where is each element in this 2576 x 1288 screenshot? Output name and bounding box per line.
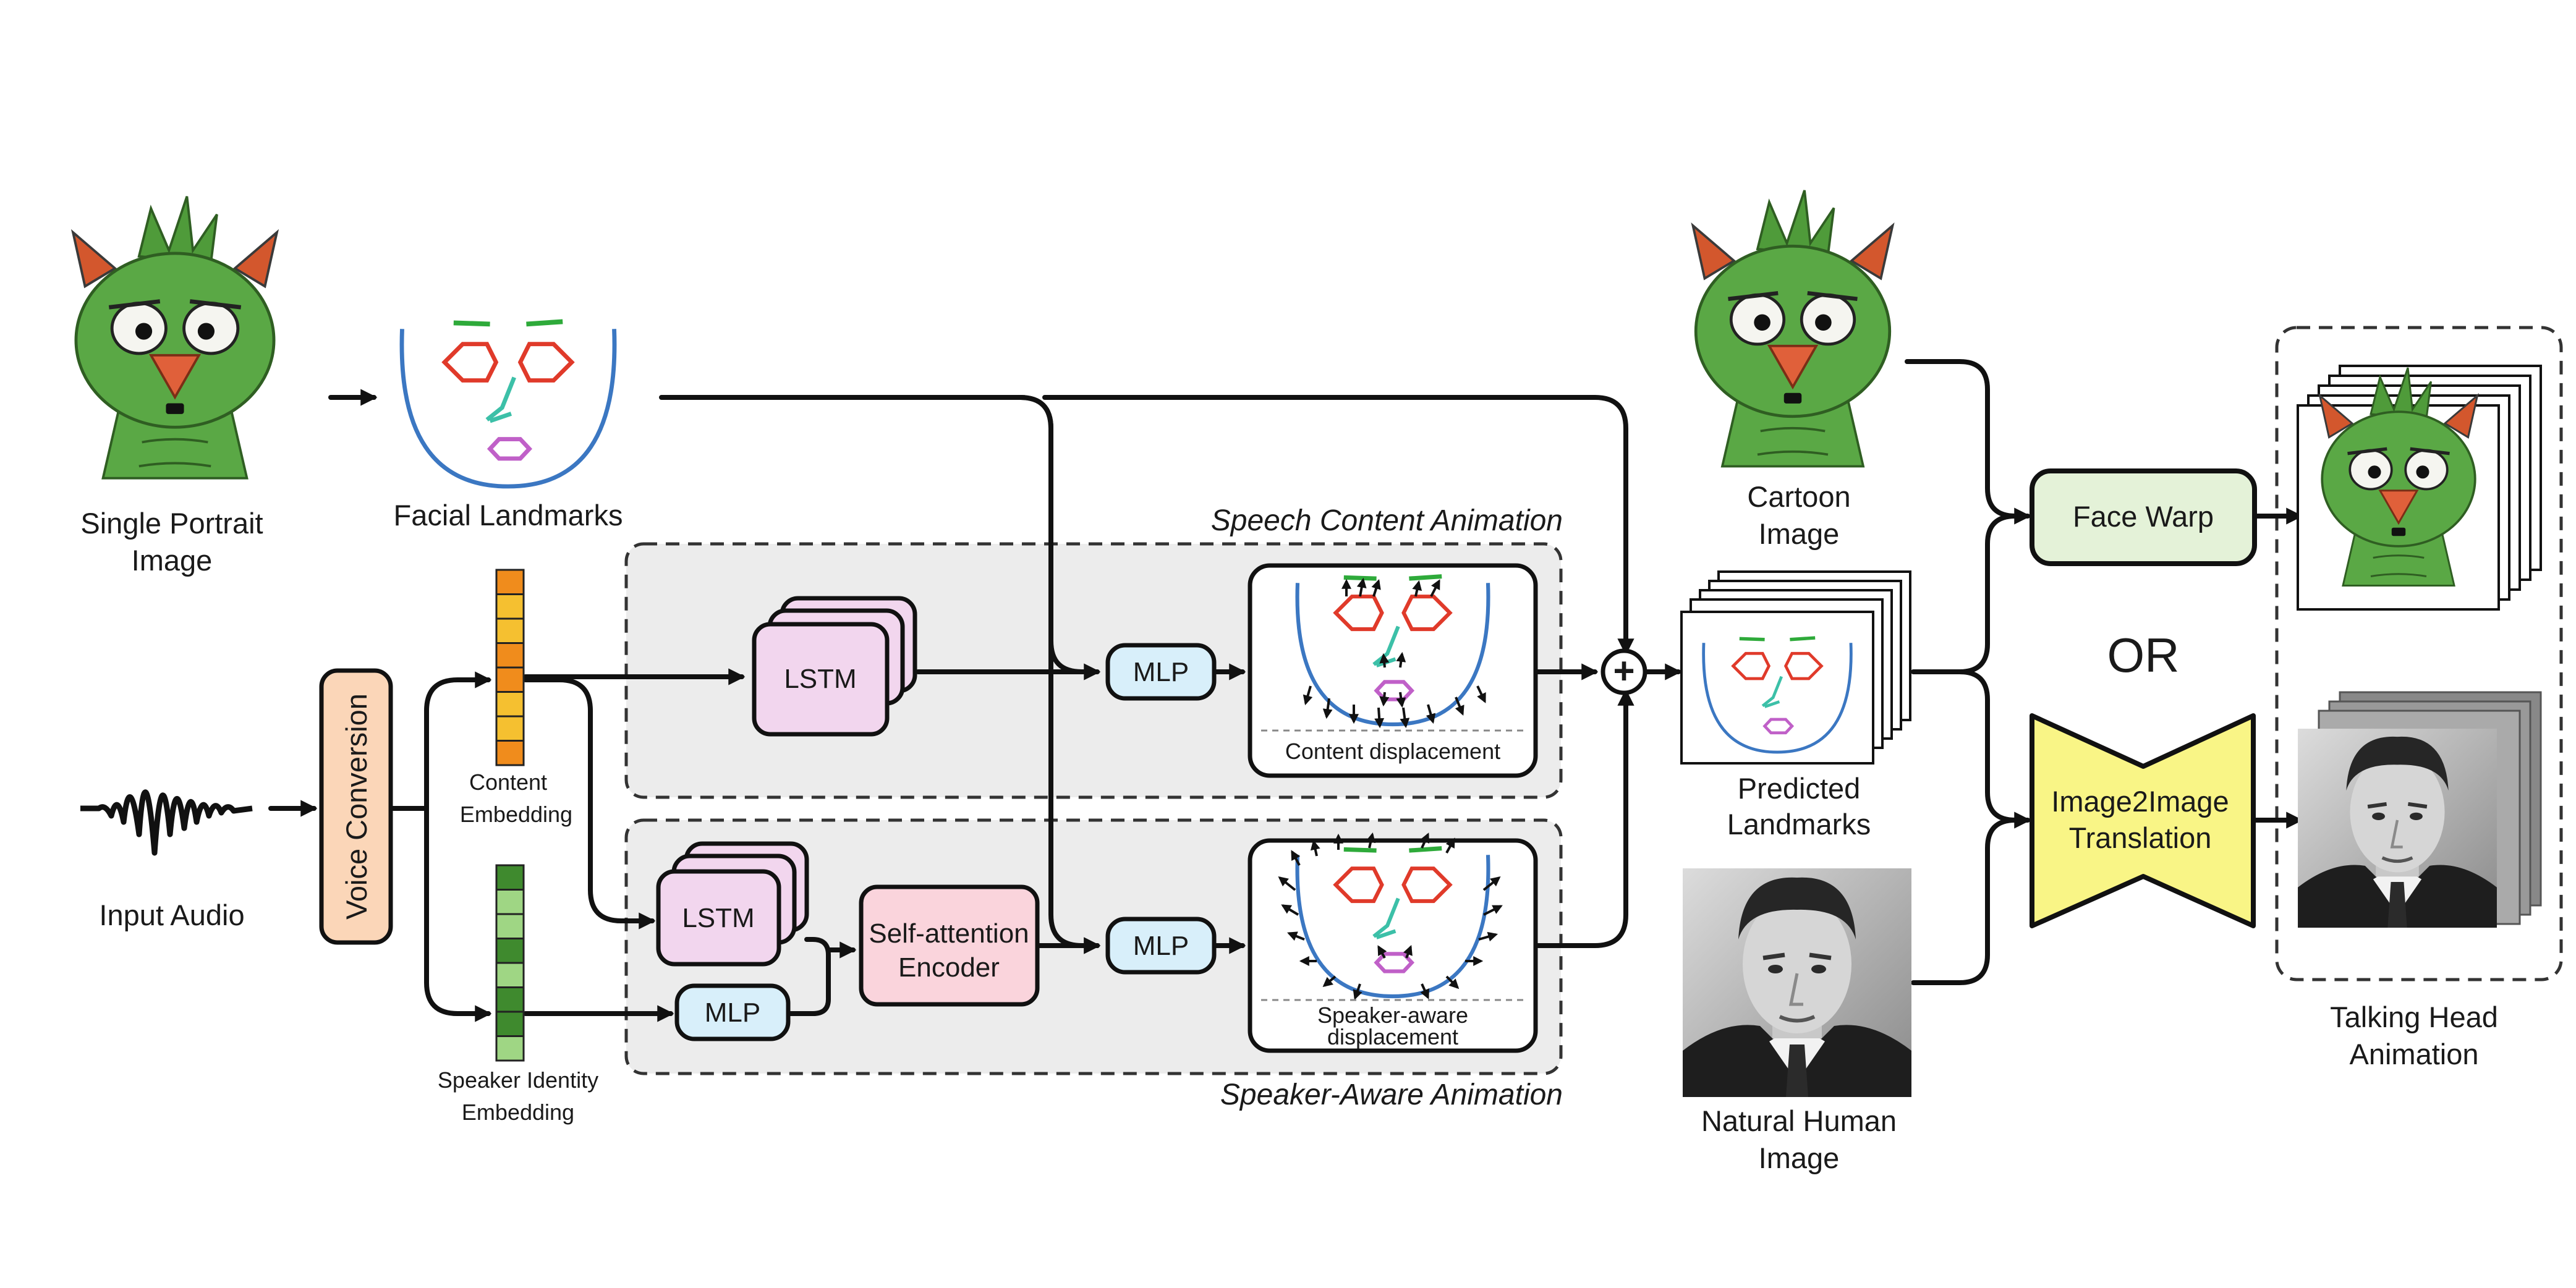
content-embedding-label: Content bbox=[469, 769, 547, 795]
single-portrait-label: Single Portrait bbox=[80, 507, 263, 540]
content-to-lstm-bottom-arrow bbox=[523, 677, 656, 930]
svg-text:Self-attention: Self-attention bbox=[869, 918, 1029, 949]
talking-head-label-2: Animation bbox=[2350, 1038, 2479, 1070]
human-to-image2image bbox=[1911, 818, 2018, 985]
talking-head-label: Talking Head bbox=[2330, 1001, 2498, 1033]
voice-to-speaker-arrow bbox=[424, 806, 492, 1022]
talking-head-panel bbox=[2275, 326, 2563, 981]
svg-text:displacement: displacement bbox=[1327, 1024, 1458, 1049]
embedding-cell bbox=[495, 962, 525, 988]
svg-text:+: + bbox=[1613, 650, 1634, 692]
embedding-cell bbox=[495, 986, 525, 1013]
embedding-cell bbox=[495, 666, 525, 693]
cartoon-image-label: Cartoon bbox=[1747, 480, 1850, 513]
predicted-to-image2image-arrow bbox=[1957, 669, 2031, 829]
speaker-aware-title: Speaker-Aware Animation bbox=[1220, 1078, 1563, 1111]
audio-waveform-icon bbox=[80, 789, 253, 856]
svg-text:Encoder: Encoder bbox=[898, 952, 1000, 983]
speaker-displacement-panel: Speaker-aware displacement bbox=[1248, 832, 1538, 1053]
embedding-cell bbox=[495, 938, 525, 964]
speaker-embedding-label: Speaker Identity bbox=[438, 1067, 598, 1093]
embedding-cell bbox=[495, 1035, 525, 1062]
svg-text:Image2Image: Image2Image bbox=[2051, 785, 2229, 818]
embedding-cell bbox=[495, 913, 525, 939]
svg-text:MLP: MLP bbox=[1133, 931, 1189, 961]
embedding-cell bbox=[495, 889, 525, 915]
natural-human-image bbox=[1683, 868, 1911, 1097]
embedding-cell bbox=[495, 715, 525, 742]
embedding-cell bbox=[495, 617, 525, 644]
natural-human-label: Natural Human bbox=[1701, 1104, 1897, 1137]
content-displacement-panel: Content displacement bbox=[1248, 563, 1538, 778]
mlp-speaker-box: MLP bbox=[674, 983, 791, 1041]
predicted-landmarks-label: Predicted bbox=[1738, 772, 1861, 805]
svg-text:Voice Conversion: Voice Conversion bbox=[340, 693, 373, 920]
svg-text:Speaker-aware: Speaker-aware bbox=[1317, 1002, 1468, 1028]
embedding-cell bbox=[495, 1010, 525, 1037]
talking-head-cartoon-frames bbox=[2297, 365, 2542, 611]
facial-landmarks-sketch bbox=[402, 321, 614, 486]
predicted-to-facewarp bbox=[1911, 514, 2018, 674]
mlp-top-box: MLP bbox=[1105, 643, 1217, 701]
svg-text:MLP: MLP bbox=[705, 998, 760, 1028]
natural-human-label-2: Image bbox=[1759, 1142, 1840, 1174]
embedding-cell bbox=[495, 691, 525, 718]
svg-text:LSTM: LSTM bbox=[784, 664, 856, 694]
svg-text:Face Warp: Face Warp bbox=[2073, 500, 2214, 533]
input-audio-label: Input Audio bbox=[99, 899, 244, 931]
embedding-cell bbox=[495, 864, 525, 891]
embedding-cell bbox=[495, 740, 525, 766]
embedding-cell bbox=[495, 569, 525, 595]
svg-text:Content displacement: Content displacement bbox=[1285, 739, 1500, 764]
sum-node: + bbox=[1600, 648, 1647, 695]
embedding-cell bbox=[495, 593, 525, 620]
content-embedding-vector bbox=[495, 569, 525, 766]
self-attention-encoder-box: Self-attention Encoder bbox=[859, 884, 1040, 1007]
image2image-translation-box: Image2Image Translation bbox=[2030, 713, 2256, 928]
voice-to-content-arrow bbox=[390, 680, 488, 811]
svg-text:Translation: Translation bbox=[2069, 821, 2212, 854]
embedding-cell bbox=[495, 642, 525, 669]
single-portrait-image bbox=[73, 197, 277, 478]
svg-text:MLP: MLP bbox=[1133, 657, 1189, 687]
mlp-mid-box: MLP bbox=[1105, 917, 1217, 975]
content-embedding-label-2: Embedding bbox=[460, 802, 572, 827]
speaker-embedding-label-2: Embedding bbox=[462, 1099, 574, 1125]
or-label: OR bbox=[2107, 628, 2180, 682]
speaker-embedding-vector bbox=[495, 864, 525, 1062]
speaker-disp-to-sum-arrow bbox=[1534, 688, 1634, 948]
cartoon-image bbox=[1693, 190, 1893, 467]
speech-content-title: Speech Content Animation bbox=[1211, 504, 1563, 537]
single-portrait-label-2: Image bbox=[132, 544, 213, 577]
svg-text:LSTM: LSTM bbox=[682, 903, 754, 933]
predicted-landmarks-stack bbox=[1680, 570, 1911, 765]
cartoon-image-label-2: Image bbox=[1759, 517, 1840, 550]
cartoon-to-facewarp-arrow bbox=[1905, 359, 2031, 525]
lstm-mlp-merge bbox=[788, 937, 831, 1016]
face-warp-box: Face Warp bbox=[2030, 468, 2257, 566]
predicted-landmarks-label-2: Landmarks bbox=[1727, 808, 1871, 841]
landmark-to-sum-arrow bbox=[1042, 395, 1634, 656]
facial-landmarks-label: Facial Landmarks bbox=[394, 499, 623, 532]
lstm-bottom-stack: LSTM bbox=[656, 841, 809, 967]
lstm-top-stack: LSTM bbox=[752, 596, 917, 737]
talking-head-human-frames bbox=[2298, 691, 2542, 928]
voice-conversion-box: Voice Conversion bbox=[319, 668, 393, 945]
